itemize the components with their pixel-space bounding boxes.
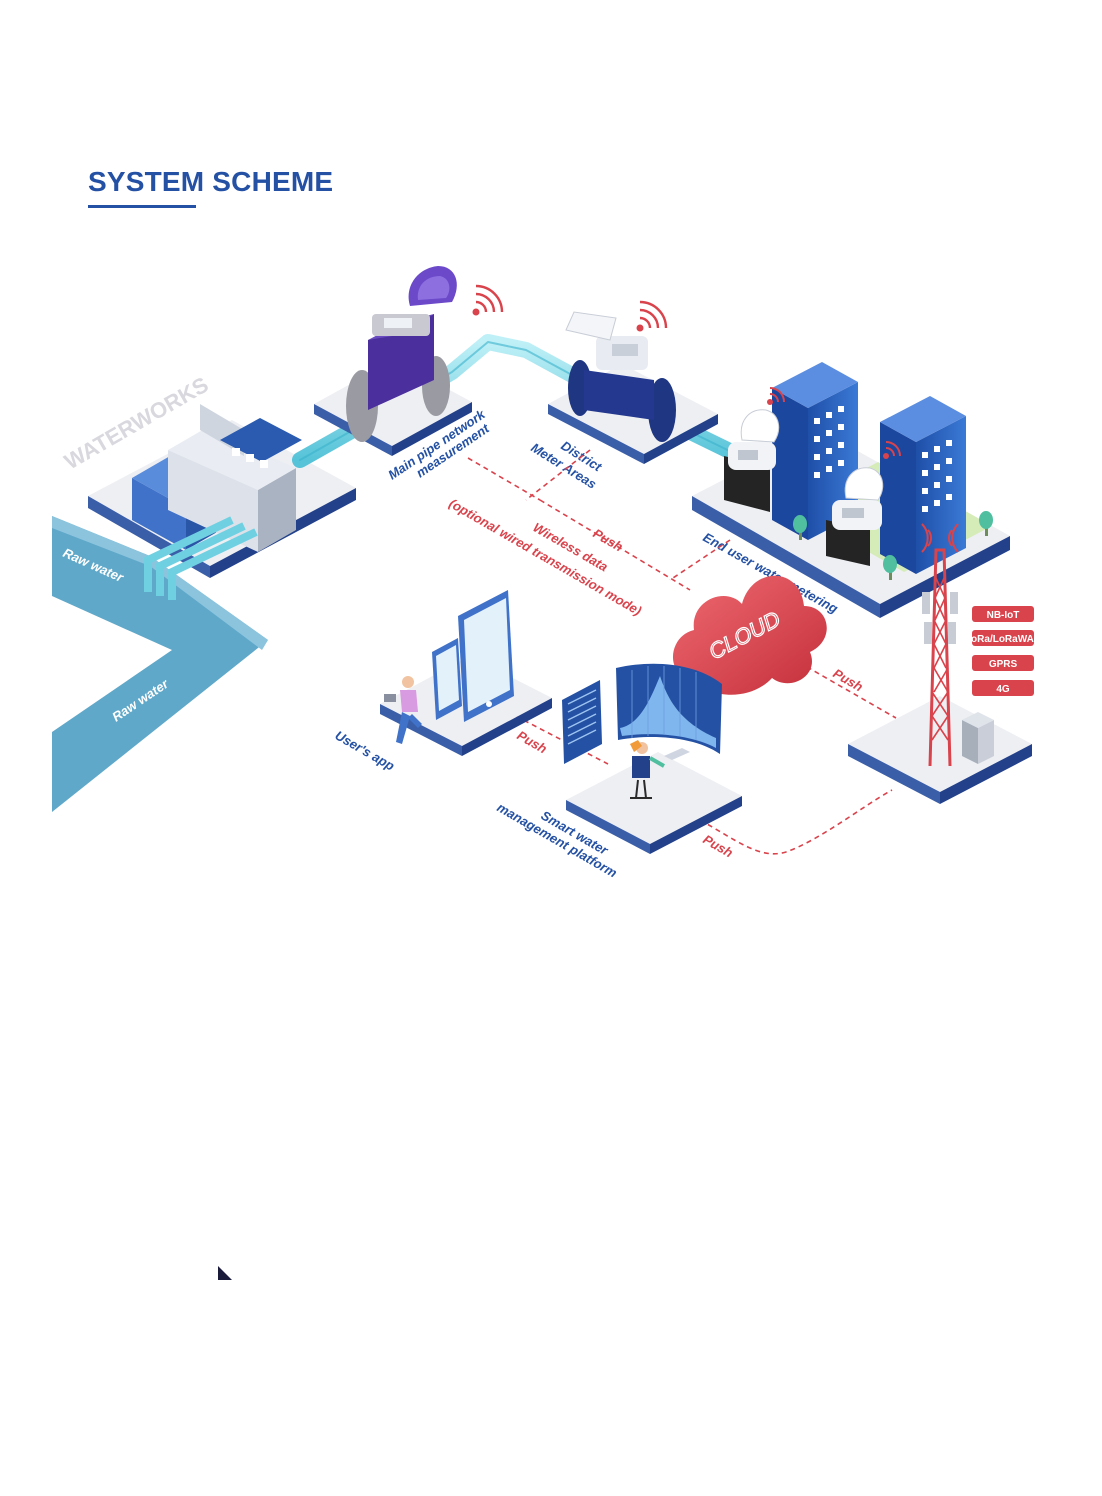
protocol-badges: NB-IoT LoRa/LoRaWAN GPRS 4G <box>965 606 1041 696</box>
management-platform <box>566 752 742 854</box>
raw-water-river <box>52 516 268 812</box>
tower-platform <box>848 696 1032 804</box>
end-user-water-meter-2 <box>826 467 884 566</box>
tower-building <box>962 712 994 764</box>
tablet-device <box>458 590 514 722</box>
protocol-label: GPRS <box>989 659 1018 670</box>
user-person <box>384 676 422 744</box>
district-water-meter <box>565 311 676 442</box>
protocol-badge-gprs <box>972 655 1034 671</box>
protocol-label: NB-IoT <box>987 610 1020 621</box>
wireless-label-2: (optional wired transmission mode) <box>447 496 645 619</box>
page-title: SYSTEM SCHEME <box>88 166 334 197</box>
raw-water-river-highlight <box>52 516 268 650</box>
triangle-marker-icon <box>218 1266 232 1280</box>
side-display-panel <box>562 680 602 764</box>
phone-device <box>432 638 462 720</box>
end-user-water-meter-1 <box>724 409 780 512</box>
waterworks-building <box>132 404 302 552</box>
push-label-1: Push <box>591 526 626 555</box>
end-user-building-2 <box>880 396 966 574</box>
operator-person <box>630 740 690 799</box>
district-signal-icon <box>636 300 668 332</box>
users-app-label: User's app <box>333 728 398 774</box>
push-label-3: Push <box>515 728 550 757</box>
protocol-badge-lora <box>972 630 1034 646</box>
end-user-signal-icon <box>767 387 901 459</box>
protocol-label: LoRa/LoRaWAN <box>965 634 1041 645</box>
protocol-badge-4g <box>972 680 1034 696</box>
main-pipe-water-meter <box>346 266 457 442</box>
building-windows <box>814 406 952 512</box>
title-underline <box>88 205 196 208</box>
protocol-label: 4G <box>996 684 1010 695</box>
main-pipe-signal-icon <box>472 284 504 316</box>
protocol-badge-nbiot <box>972 606 1034 622</box>
cloud-icon: CLOUD <box>672 575 827 695</box>
data-flow-paths <box>467 449 897 855</box>
intake-pipes <box>144 516 258 600</box>
cell-tower <box>921 523 959 767</box>
tree-icons <box>793 511 993 580</box>
curved-dashboard-screen <box>616 663 722 754</box>
push-label-4: Push <box>701 832 736 861</box>
